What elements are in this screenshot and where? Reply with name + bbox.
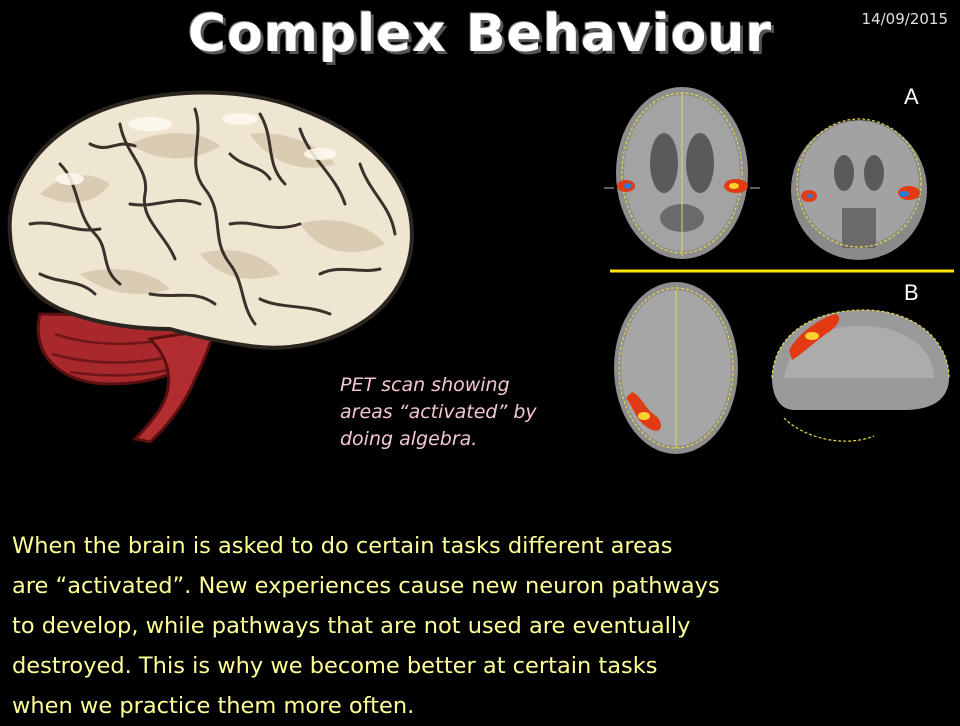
slide-date: 14/09/2015: [861, 10, 948, 28]
scan-b-sagittal: B: [766, 278, 956, 472]
pet-scan-image: A B: [604, 78, 956, 472]
body-line: to develop, while pathways that are not …: [12, 613, 691, 639]
body-line: destroyed. This is why we become better …: [12, 653, 658, 679]
brain-stem: [131, 327, 218, 444]
caption-line: doing algebra.: [340, 428, 478, 450]
scan-label-a: A: [904, 84, 919, 109]
body-line: are “activated”. New experiences cause n…: [12, 573, 720, 599]
brain-illustration: [7, 90, 414, 444]
body-line: When the brain is asked to do certain ta…: [12, 533, 673, 559]
scan-a-axial: [604, 87, 760, 259]
cerebrum: [7, 90, 414, 350]
scan-a-coronal: A: [766, 78, 956, 268]
body-line: when we practice them more often.: [12, 693, 415, 719]
scan-label-b: B: [904, 280, 919, 305]
pet-scan-caption: PET scan showing areas “activated” by do…: [340, 372, 610, 453]
body-paragraph: When the brain is asked to do certain ta…: [12, 526, 952, 726]
scan-b-axial: [614, 282, 738, 454]
slide-title: Complex Behaviour: [187, 4, 773, 64]
caption-line: PET scan showing: [340, 374, 510, 396]
caption-line: areas “activated” by: [340, 401, 537, 423]
